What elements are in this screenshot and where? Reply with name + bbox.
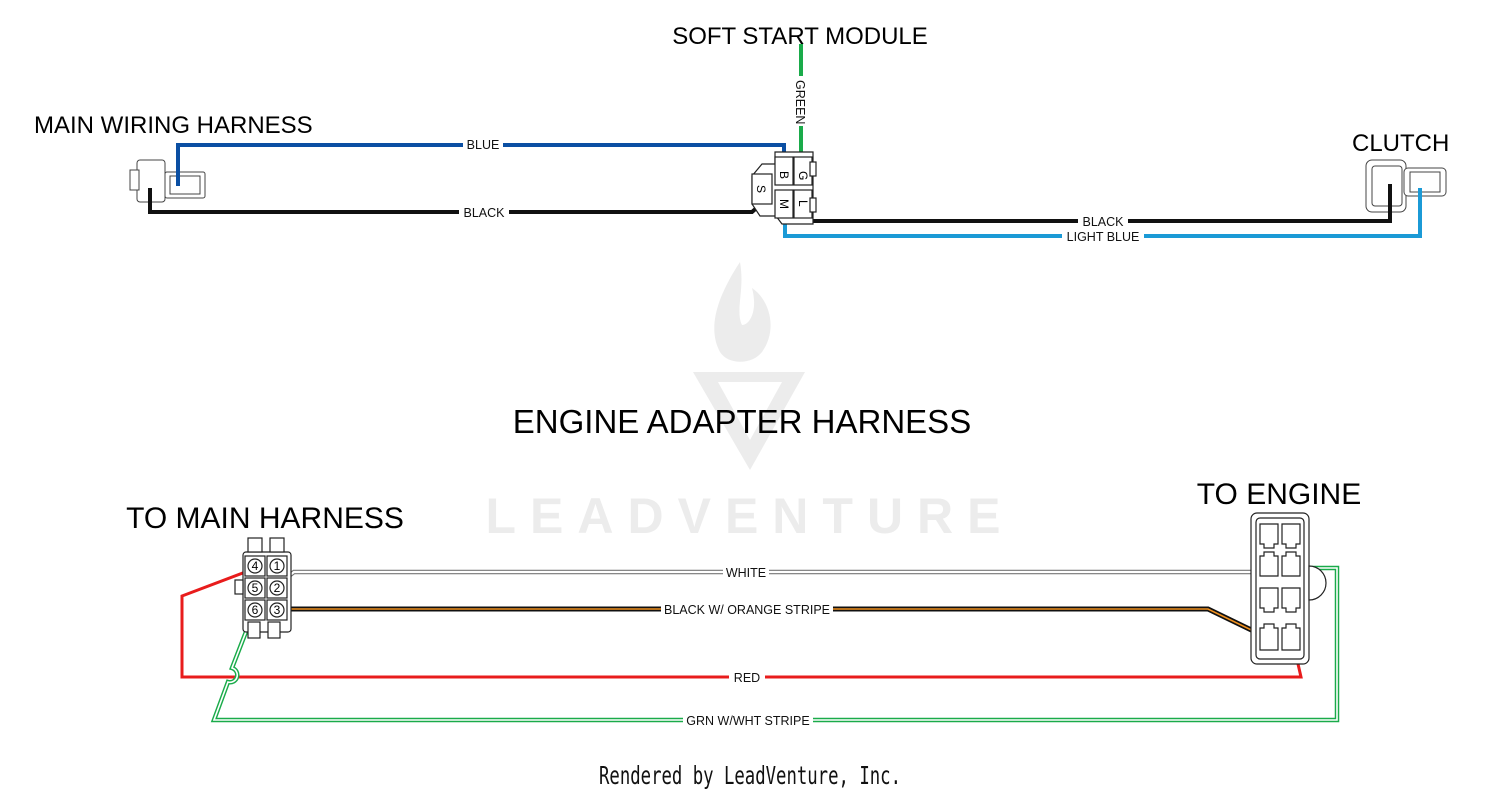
to-engine-connector — [1250, 512, 1327, 665]
label-black-left: BLACK — [464, 206, 506, 220]
pin-2: 2 — [274, 581, 281, 595]
module-pin-m: M — [777, 199, 791, 209]
engine-adapter-harness-title: ENGINE ADAPTER HARNESS — [513, 403, 971, 440]
module-pin-g: G — [796, 171, 810, 180]
label-red: RED — [734, 671, 760, 685]
pin-5: 5 — [252, 581, 259, 595]
top-wire-labels: GREEN BLUE BLACK BLACK LIGHT BLUE — [459, 76, 1144, 244]
to-engine-label: TO ENGINE — [1197, 478, 1361, 511]
to-main-harness-label: TO MAIN HARNESS — [126, 502, 404, 535]
pin-1: 1 — [274, 559, 281, 573]
main-wiring-harness-label: MAIN WIRING HARNESS — [34, 112, 313, 139]
watermark-brand: LEADVENTURE — [485, 488, 1014, 544]
pin-3: 3 — [274, 603, 281, 617]
module-pin-l: L — [796, 200, 810, 207]
soft-start-module: B G S M L — [751, 151, 817, 225]
module-pin-s: S — [754, 185, 768, 193]
to-main-harness-connector: 4 1 5 2 6 3 — [234, 537, 292, 639]
label-blue: BLUE — [467, 138, 500, 152]
bottom-wires — [180, 565, 1340, 723]
watermark-flame-icon — [714, 262, 771, 362]
wire-white — [274, 569, 1268, 588]
main-harness-connector — [129, 159, 206, 203]
clutch-connector — [1365, 159, 1447, 213]
footer-credit: Rendered by LeadVenture, Inc. — [599, 761, 901, 790]
watermark-v-icon — [693, 372, 805, 470]
label-green: GREEN — [793, 80, 807, 124]
wire-green-white — [210, 565, 1340, 723]
label-light-blue: LIGHT BLUE — [1067, 230, 1140, 244]
pin-6: 6 — [252, 603, 259, 617]
watermark: LEADVENTURE — [485, 262, 1014, 544]
bottom-wire-labels: WHITE BLACK W/ ORANGE STRIPE RED GRN W/W… — [661, 565, 833, 728]
pin-4: 4 — [252, 559, 259, 573]
module-pin-b: B — [777, 171, 791, 179]
label-white: WHITE — [726, 566, 766, 580]
clutch-label: CLUTCH — [1352, 130, 1449, 157]
wire-red — [180, 566, 1303, 679]
label-black-right: BLACK — [1083, 215, 1125, 229]
label-black-orange: BLACK W/ ORANGE STRIPE — [664, 603, 830, 617]
label-green-white: GRN W/WHT STRIPE — [686, 714, 809, 728]
